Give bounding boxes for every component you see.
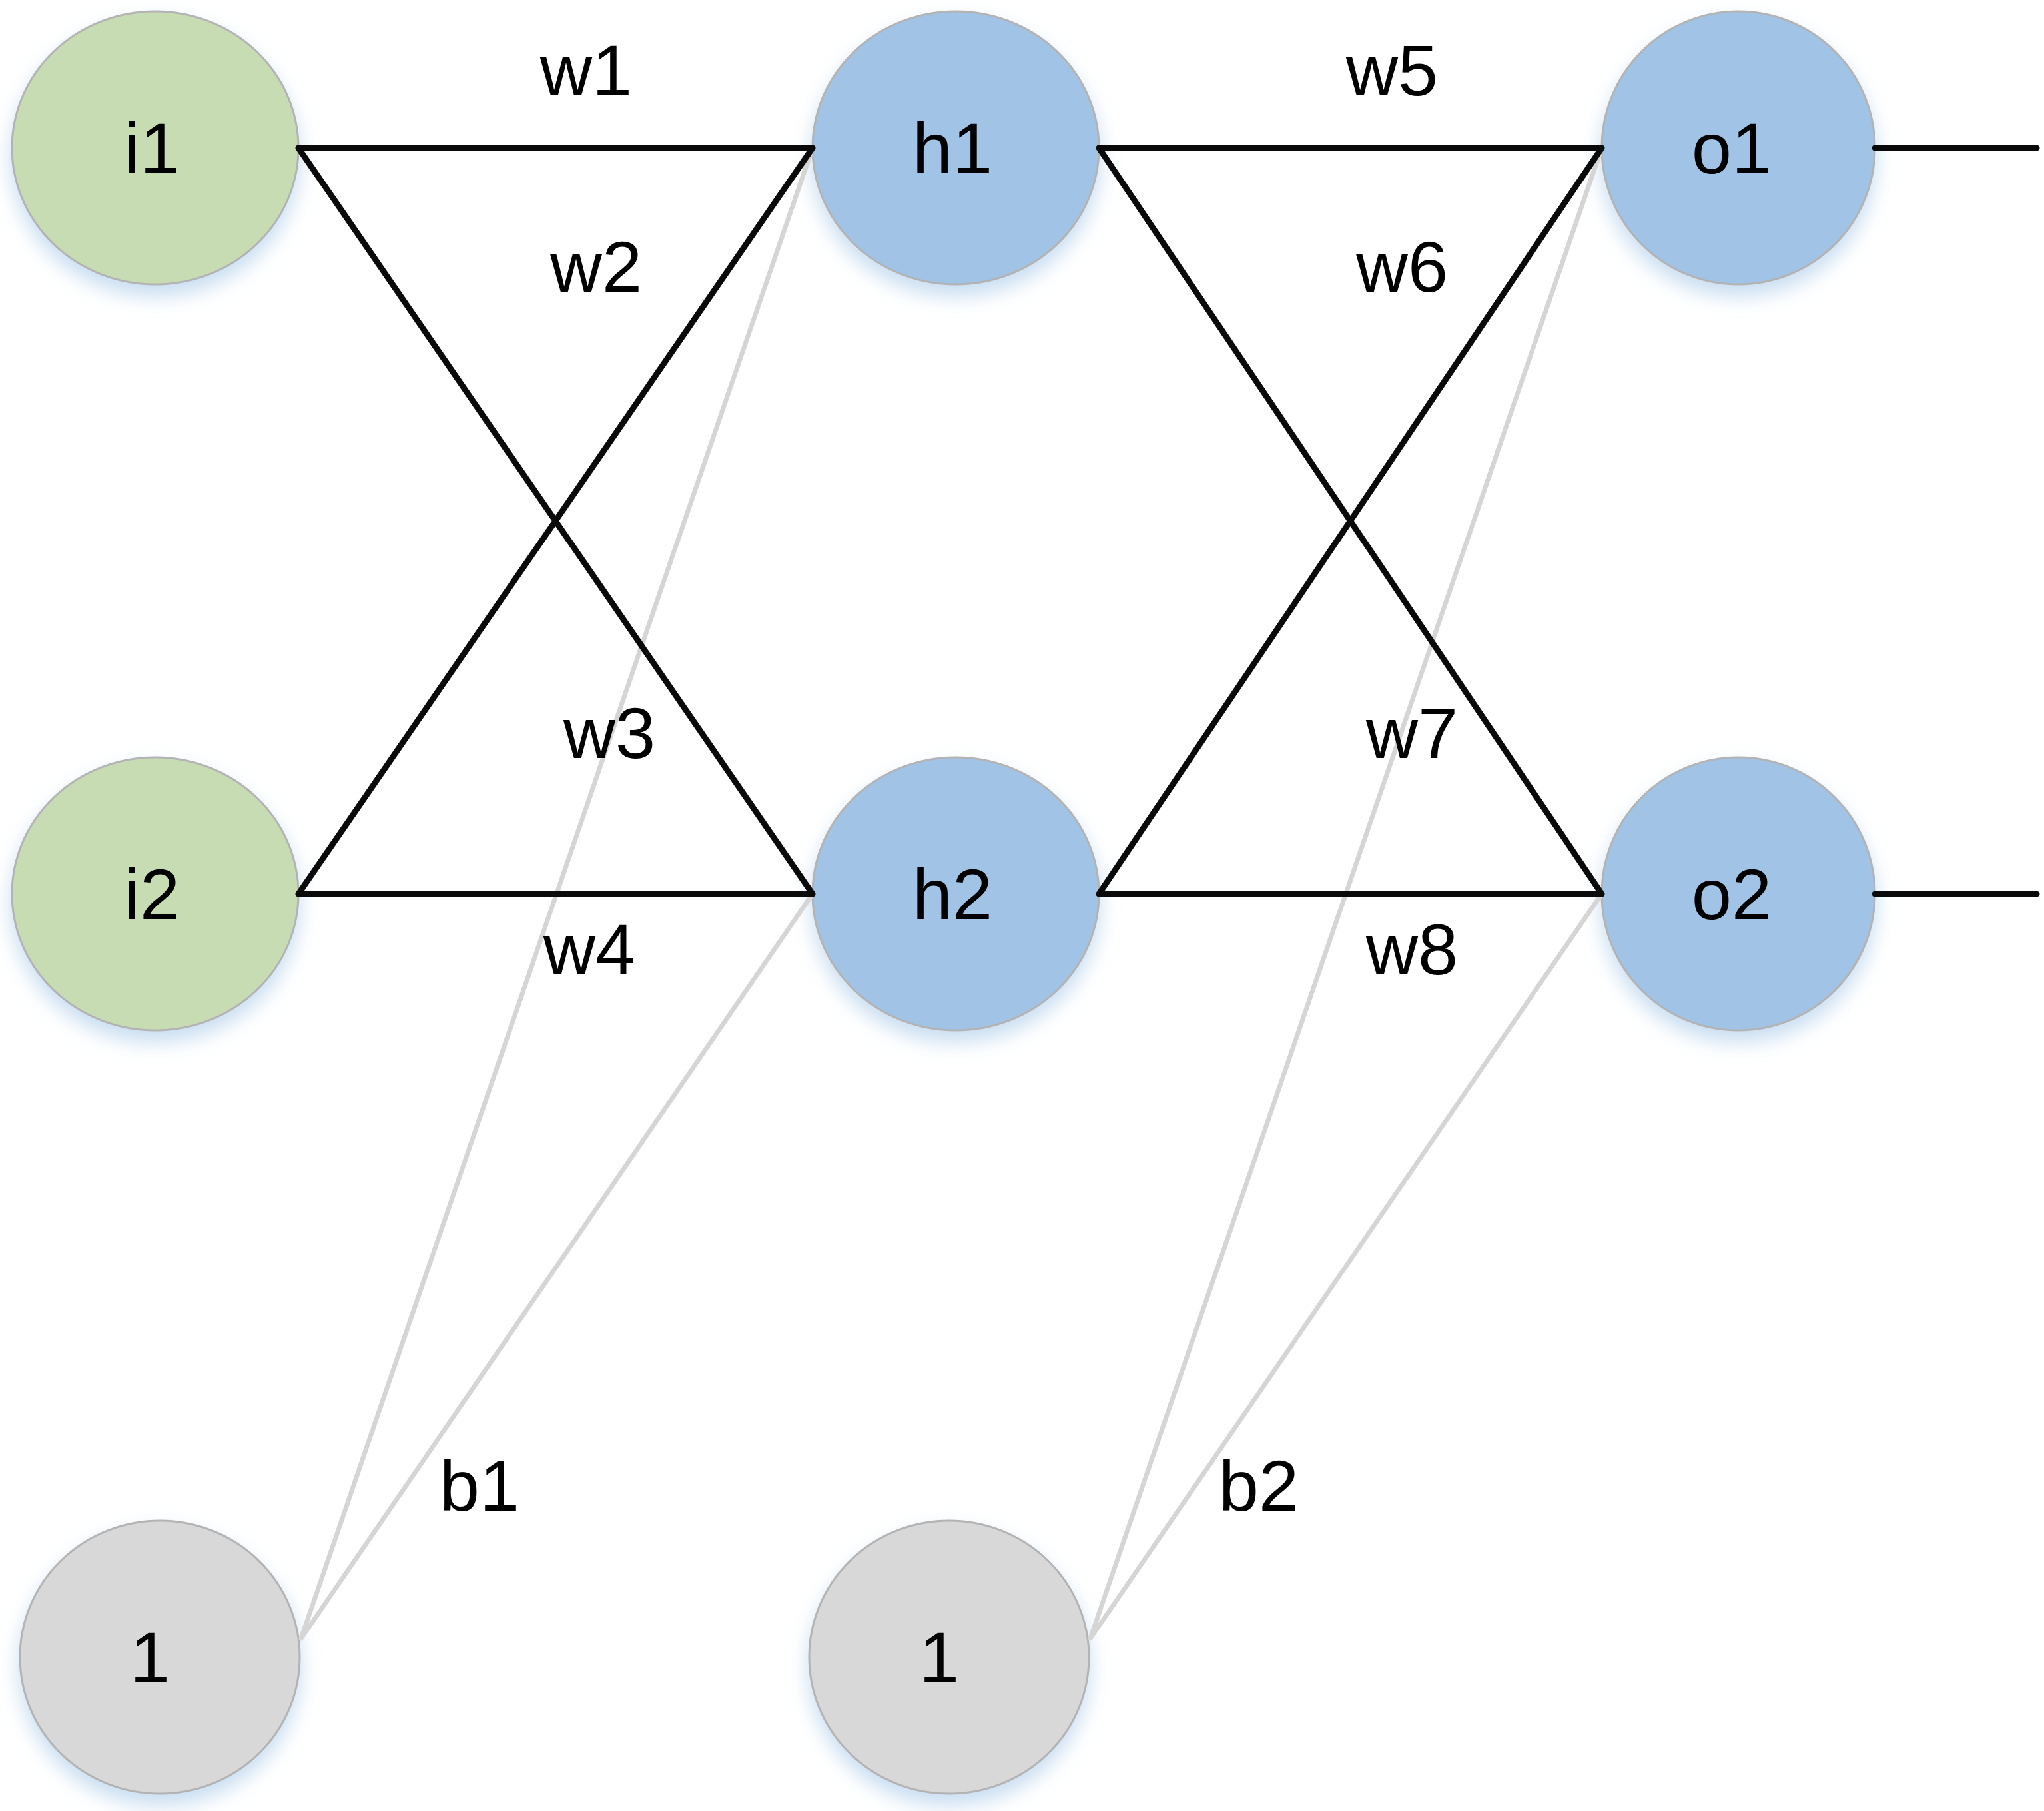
node-layer	[11, 10, 1876, 1795]
edge-label-w2: w2	[549, 226, 642, 307]
edge-label-w8: w8	[1365, 909, 1458, 990]
edge-label-w5: w5	[1345, 30, 1438, 111]
node-o1-label: o1	[1692, 108, 1772, 188]
edge-label-w3: w3	[563, 693, 655, 773]
weight-edge-layer	[295, 145, 2040, 897]
bias-label-b1: b1	[440, 1445, 519, 1526]
bias-label-b2: b2	[1219, 1445, 1299, 1526]
node-bias1-circle	[19, 1519, 301, 1795]
node-i2-label: i2	[124, 854, 180, 934]
node-h1-label: h1	[912, 108, 992, 188]
edge-label-w6: w6	[1355, 226, 1448, 307]
node-label-layer: i1 i2 h1 h2 o1 o2 1 1	[124, 108, 1772, 1698]
edge-w3-i1-h2	[295, 145, 816, 897]
edge-label-w1: w1	[539, 30, 632, 111]
edge-label-layer: w1 w2 w3 w4 w5 w6 w7 w8 b1 b2	[440, 30, 1458, 1526]
node-bias2-circle	[808, 1519, 1090, 1795]
bias-edge-b1-h2	[298, 891, 815, 1641]
node-h2-label: h2	[912, 854, 992, 934]
node-bias2-label: 1	[919, 1617, 959, 1698]
node-i1-label: i1	[124, 108, 180, 188]
node-bias1-label: 1	[130, 1617, 170, 1698]
edge-label-w7: w7	[1365, 693, 1458, 773]
edge-w7-h1-o2	[1096, 145, 1605, 897]
node-o2-label: o2	[1692, 854, 1772, 934]
edge-label-w4: w4	[543, 909, 635, 990]
bias-edge-b2-o2	[1088, 891, 1604, 1641]
